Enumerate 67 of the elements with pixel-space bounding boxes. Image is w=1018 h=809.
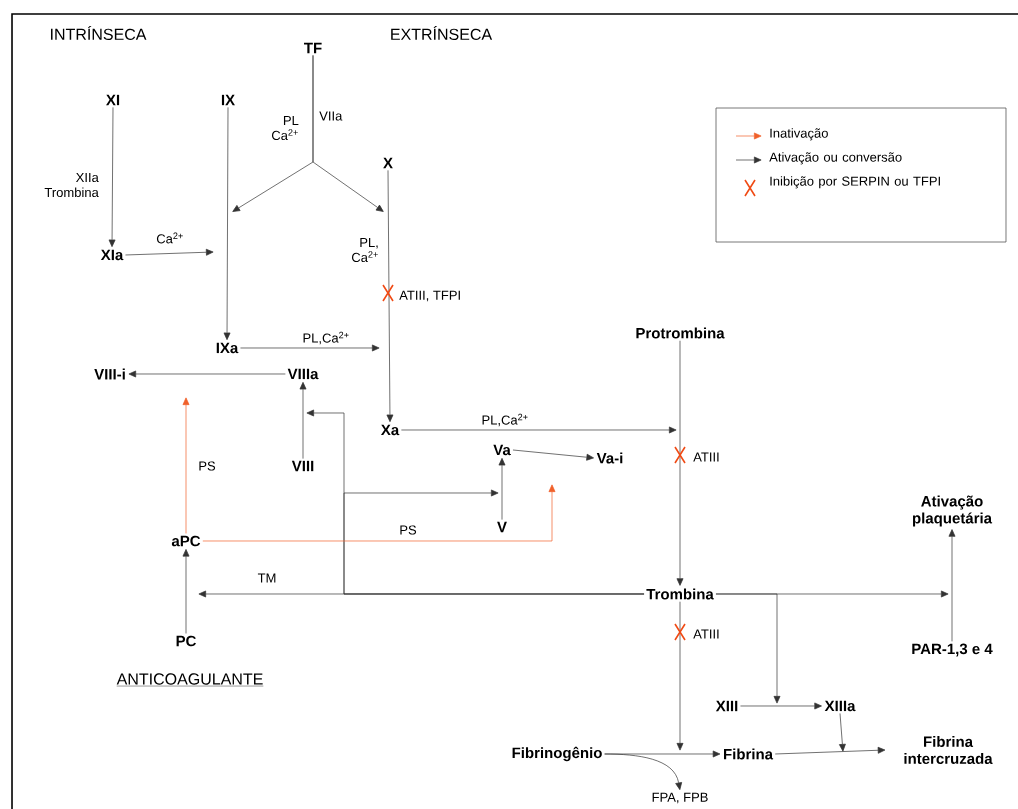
arrow [223, 107, 231, 341]
factor-label: Xa [380, 424, 400, 436]
edge-label: Ca$^{2+}$ [155, 231, 185, 245]
arrow [108, 107, 116, 248]
factor-label: XIIIa [824, 700, 856, 712]
factor-label: Protrombina [636, 327, 725, 339]
edge-label: PL,Ca$^{2+}$ [301, 330, 351, 346]
arrow [715, 593, 781, 704]
inactivation-arrow [182, 397, 190, 534]
factor-label: X [383, 157, 393, 169]
factor-label: aPC [171, 535, 201, 547]
factor-label: Trombina [646, 588, 714, 600]
arrow [676, 340, 684, 586]
edge-label: PS [197, 460, 217, 472]
factor-label: VIII-i [94, 368, 125, 380]
inhibitor-label: ATIII, TFPI [399, 290, 460, 302]
arrow [839, 713, 846, 752]
arrow [948, 529, 956, 642]
factor-label: Fibrinogênio [512, 746, 602, 762]
inhibitor-label: ATIII [693, 452, 719, 462]
arrow [676, 601, 684, 751]
factor-label: XI [106, 94, 120, 106]
factor-label: IXa [216, 342, 239, 354]
legend-text: Inativação [770, 128, 828, 141]
arrow [299, 381, 307, 459]
inactivation-arrow [202, 484, 556, 542]
factor-label: TF [304, 42, 322, 54]
arrow [386, 170, 394, 423]
arrow [498, 457, 506, 520]
arrow [774, 746, 886, 755]
section-heading: EXTRÍNSECA [391, 26, 493, 40]
arrow [240, 344, 380, 352]
inhibitor-label: ATIII [693, 629, 719, 639]
arrow [312, 55, 384, 212]
factor-label: Fibrina intercruzada [904, 736, 993, 764]
legend-text: Ativação ou conversão [769, 152, 902, 165]
arrow [343, 489, 645, 595]
factor-label: Va [493, 444, 511, 456]
edge-label: PL, Ca$^{2+}$ [343, 236, 380, 264]
factor-label: PAR-1,3 e 4 [912, 643, 993, 657]
factor-label: VIIIa [287, 368, 319, 380]
factor-label: VIII [291, 460, 314, 472]
edge-label: VIIa [318, 110, 344, 122]
factor-label: V [497, 521, 507, 533]
factor-label: FPA, FPB [652, 792, 708, 804]
arrow [125, 248, 214, 256]
factor-label: Va-i [596, 452, 623, 464]
factor-label: XIII [715, 700, 738, 712]
arrow [740, 702, 822, 710]
edge-label: XIIa Trombina [39, 171, 100, 199]
arrow [401, 426, 677, 434]
legend-text: Inibição por SERPIN ou TFPI [770, 176, 940, 189]
factor-label: Fibrina [724, 748, 774, 760]
arrow [128, 370, 286, 378]
factor-label: IX [221, 94, 235, 106]
edge-label: PL Ca$^{2+}$ [263, 114, 300, 142]
factor-label: PC [176, 635, 196, 647]
section-heading: ANTICOAGULANTE [116, 673, 264, 687]
factor-label: XIa [100, 249, 124, 261]
factor-label: Ativação plaquetária [913, 495, 993, 527]
edge-label: PS [398, 524, 418, 536]
arrow [512, 449, 594, 461]
edge-label: TM [256, 572, 278, 584]
arrow [604, 753, 683, 790]
arrow [182, 549, 190, 634]
section-heading: INTRÍNSECA [51, 26, 147, 40]
edge-label: PL,Ca$^{2+}$ [480, 412, 530, 428]
